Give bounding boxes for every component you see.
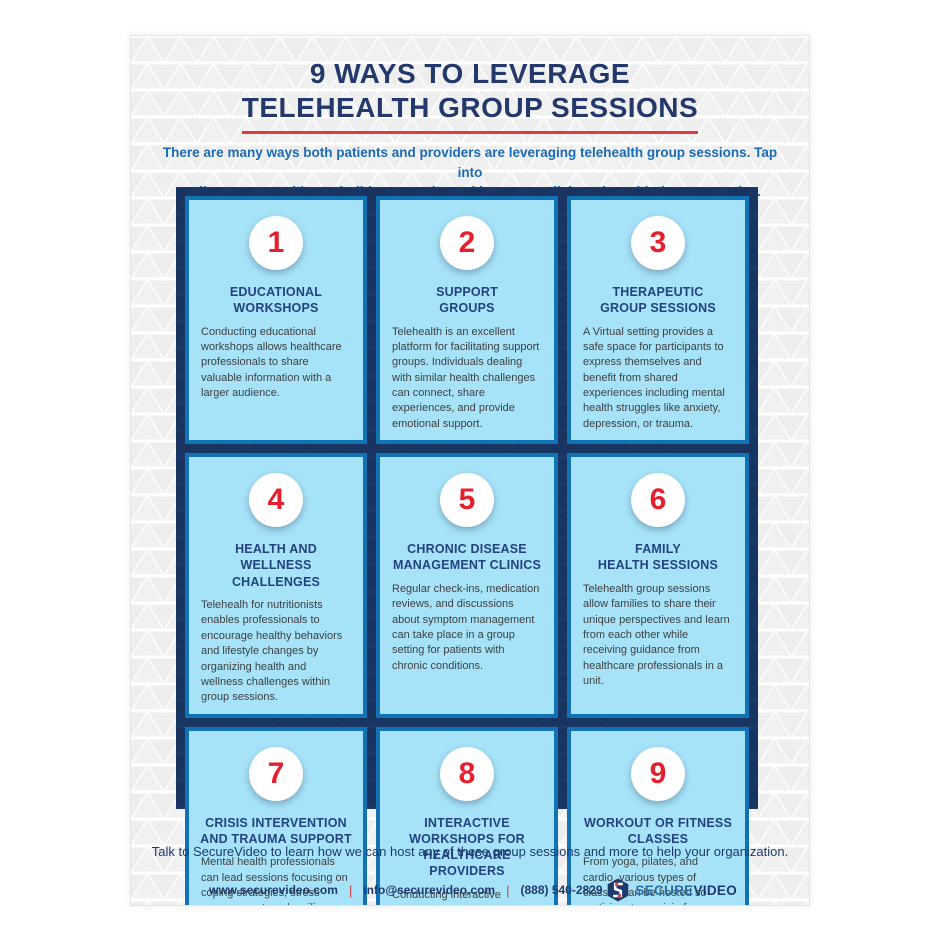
card-educational-workshops: 1 EDUCATIONAL WORKSHOPS Conducting educa… <box>185 196 367 445</box>
card-title: SUPPORT GROUPS <box>436 285 498 316</box>
logo-text-secure: SECURE <box>635 882 694 898</box>
phone-link[interactable]: (888) 540-2829 <box>520 883 603 897</box>
card-title: EDUCATIONAL WORKSHOPS <box>229 285 323 316</box>
number-badge: 6 <box>631 473 685 528</box>
card-number: 2 <box>458 226 476 259</box>
number-badge: 4 <box>249 473 303 528</box>
contact-row: www.securevideo.com | info@securevideo.c… <box>131 878 809 902</box>
card-number: 3 <box>649 226 667 259</box>
card-family-health-sessions: 6 FAMILY HEALTH SESSIONS Telehealth grou… <box>567 453 749 718</box>
card-grid-frame: 1 EDUCATIONAL WORKSHOPS Conducting educa… <box>176 187 758 905</box>
card-title: CHRONIC DISEASE MANAGEMENT CLINICS <box>392 542 542 573</box>
contact-items: www.securevideo.com | info@securevideo.c… <box>209 883 603 898</box>
cards-grid: 1 EDUCATIONAL WORKSHOPS Conducting educa… <box>185 196 749 905</box>
card-description: Telehealh for nutritionists enables prof… <box>201 598 343 704</box>
separator: | <box>348 882 353 898</box>
card-chronic-disease-clinics: 5 CHRONIC DISEASE MANAGEMENT CLINICS Reg… <box>376 453 558 718</box>
card-title: HEALTH AND WELLNESS CHALLENGES <box>231 542 321 589</box>
card-number: 8 <box>458 756 476 790</box>
logo-text-video: VIDEO <box>693 882 737 898</box>
card-description: Telehealth is an excellent platform for … <box>392 325 540 430</box>
card-description: A Virtual setting provides a safe space … <box>583 325 725 430</box>
number-badge: 9 <box>631 746 685 801</box>
number-badge: 5 <box>440 473 494 528</box>
card-number: 1 <box>267 226 285 259</box>
card-number: 6 <box>649 483 667 517</box>
card-title: CRISIS INTERVENTION AND TRAUMA SUPPORT <box>200 815 352 846</box>
email-link[interactable]: info@securevideo.com <box>363 883 496 897</box>
number-badge: 8 <box>440 746 494 801</box>
card-number: 7 <box>267 756 285 790</box>
card-number: 4 <box>267 483 285 517</box>
number-badge: 1 <box>249 216 303 270</box>
page-title-line2: TELEHEALTH GROUP SESSIONS <box>241 92 699 134</box>
page-title-line2-wrap: TELEHEALTH GROUP SESSIONS <box>131 92 809 134</box>
header: 9 WAYS TO LEVERAGE TELEHEALTH GROUP SESS… <box>131 36 809 202</box>
securevideo-logo: SECUREVIDEO <box>607 878 737 902</box>
card-description: Conducting educational workshops allows … <box>201 325 342 400</box>
card-therapeutic-group-sessions: 3 THERAPEUTIC GROUP SESSIONS A Virtual s… <box>567 196 749 445</box>
page-title-line1: 9 WAYS TO LEVERAGE <box>309 58 631 89</box>
website-link[interactable]: www.securevideo.com <box>209 883 338 897</box>
card-health-wellness-challenges: 4 HEALTH AND WELLNESS CHALLENGES Telehea… <box>185 453 367 718</box>
card-description: Regular check-ins, medication reviews, a… <box>392 582 540 672</box>
card-number: 9 <box>649 756 667 790</box>
infographic-page: 9 WAYS TO LEVERAGE TELEHEALTH GROUP SESS… <box>130 35 810 906</box>
card-number: 5 <box>458 483 476 517</box>
card-title: THERAPEUTIC GROUP SESSIONS <box>600 285 716 316</box>
footer-message: Talk to SecureVideo to learn how we can … <box>151 844 789 859</box>
logo-text: SECUREVIDEO <box>635 883 737 898</box>
number-badge: 7 <box>249 746 303 801</box>
card-title: FAMILY HEALTH SESSIONS <box>597 542 719 573</box>
number-badge: 2 <box>440 216 494 270</box>
number-badge: 3 <box>631 216 685 270</box>
securevideo-hexagon-icon <box>608 878 629 902</box>
card-support-groups: 2 SUPPORT GROUPS Telehealth is an excell… <box>376 196 558 445</box>
card-description: Telehealth group sessions allow families… <box>583 582 730 688</box>
separator: | <box>506 882 510 898</box>
card-title: WORKOUT OR FITNESS CLASSES <box>583 815 733 846</box>
